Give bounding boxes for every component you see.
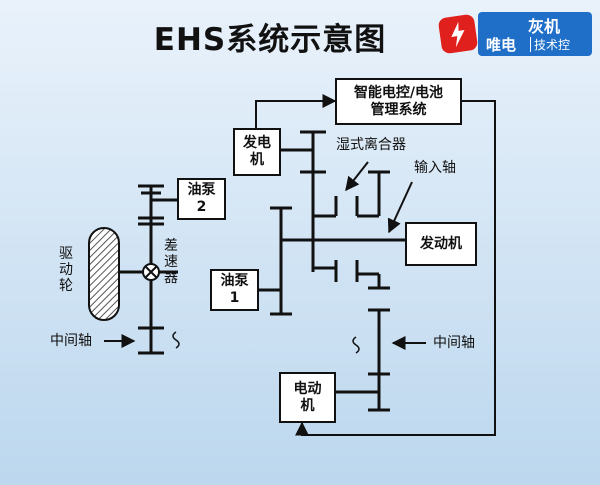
logo-box: 灰机 唯电 技术控 <box>478 12 592 56</box>
lightning-icon <box>437 13 479 55</box>
engine-label: 发动机 <box>420 235 462 252</box>
right-squiggle <box>352 336 360 354</box>
input-shaft-label-arrow <box>387 181 413 234</box>
generator-label: 发电 机 <box>243 135 271 168</box>
logo-separator <box>530 37 531 52</box>
wet-clutch-label: 湿式离合器 <box>336 137 406 153</box>
drive-wheel-label: 驱动轮 <box>59 246 73 294</box>
brand-logo: 灰机 唯电 技术控 <box>437 12 592 58</box>
generator-box: 发电 机 <box>233 128 281 176</box>
oil-pump-1-box: 油泵 1 <box>210 269 259 311</box>
left-squiggle <box>172 331 180 349</box>
countershaft-right-label: 中间轴 <box>433 335 475 351</box>
countershaft-left-label: 中间轴 <box>50 333 92 349</box>
control-to-motor-arrow <box>295 100 496 436</box>
differential-symbol <box>142 263 160 281</box>
control-system-box: 智能电控/电池 管理系统 <box>335 78 462 125</box>
diagram-title: EHS系统示意图 <box>153 22 387 58</box>
logo-bottom-left-text: 唯电 <box>486 36 517 54</box>
clutch-label-arrow <box>345 161 369 192</box>
engine-box: 发动机 <box>405 222 477 266</box>
gen-to-control-arrow <box>255 94 337 128</box>
control-system-label: 智能电控/电池 管理系统 <box>353 84 444 118</box>
differential-label: 差速器 <box>164 238 178 286</box>
oil-pump-1-label: 油泵 1 <box>220 273 249 306</box>
motor-box: 电动 机 <box>279 372 336 423</box>
logo-top-text: 灰机 <box>528 17 561 36</box>
motor-label: 电动 机 <box>293 380 322 414</box>
oil-pump-2-box: 油泵 2 <box>177 178 226 220</box>
input-shaft-label: 输入轴 <box>414 160 456 176</box>
oil-pump-2-label: 油泵 2 <box>187 182 216 215</box>
drive-wheel <box>88 227 120 321</box>
logo-bottom-right-text: 技术控 <box>534 38 571 52</box>
